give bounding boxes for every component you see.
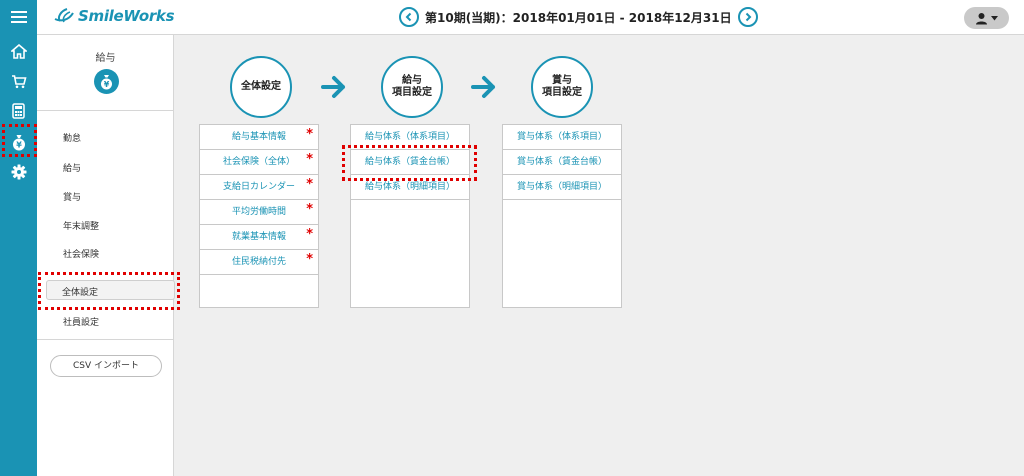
nav-item-salary[interactable]: 給与	[63, 164, 82, 174]
setting-link-bonus-system-items[interactable]: 賞与体系（体系項目）	[503, 125, 621, 150]
stage-salary-item-settings[interactable]: 給与 項目設定	[381, 56, 443, 118]
panel-title: 給与	[95, 53, 116, 64]
csv-import-button[interactable]: CSV インポート	[50, 355, 162, 377]
calculator-icon	[12, 103, 25, 119]
nav-item-employee-settings[interactable]: 社員設定	[63, 318, 100, 328]
setting-link-salary-basic-info[interactable]: 給与基本情報*	[200, 125, 318, 150]
top-header: SmileWorks 第10期(当期)：2018年01月01日 - 2018年1…	[37, 0, 1024, 35]
stage-label: 給与 項目設定	[392, 75, 432, 98]
chevron-right-icon	[745, 12, 752, 22]
required-mark: *	[306, 127, 313, 142]
salary-item-settings-column: 給与体系（体系項目） 給与体系（賃金台帳） 給与体系（明細項目）	[350, 124, 470, 308]
payroll-side-panel: 給与 ¥ 勤怠 給与 賞与 年末調整 社会保険 全体設定 社員設定 CSV イン…	[37, 35, 175, 476]
setting-link-bonus-system-wage-ledger[interactable]: 賞与体系（賃金台帳）	[503, 150, 621, 175]
required-mark: *	[306, 152, 313, 167]
required-mark: *	[306, 177, 313, 192]
user-menu-button[interactable]	[964, 7, 1009, 29]
required-mark: *	[306, 252, 313, 267]
panel-yen-bag-icon: ¥	[94, 69, 119, 94]
cart-icon	[11, 74, 27, 88]
arrow-right-icon	[471, 76, 495, 98]
general-settings-column: 給与基本情報* 社会保険（全体）* 支給日カレンダー* 平均労働時間* 就業基本…	[199, 124, 319, 308]
nav-item-bonus[interactable]: 賞与	[63, 193, 82, 203]
icon-rail: ¥	[0, 0, 37, 476]
required-mark: *	[306, 227, 313, 242]
setting-link-employment-basic-info[interactable]: 就業基本情報*	[200, 225, 318, 250]
setting-link-average-working-hours[interactable]: 平均労働時間*	[200, 200, 318, 225]
panel-divider	[37, 339, 174, 340]
sales-button[interactable]	[0, 66, 37, 96]
setting-link-salary-system-payslip-items[interactable]: 給与体系（明細項目）	[351, 175, 469, 200]
menu-button[interactable]	[0, 2, 37, 32]
setting-link-payday-calendar[interactable]: 支給日カレンダー*	[200, 175, 318, 200]
stage-label: 全体設定	[241, 81, 281, 92]
setting-link-salary-system-items[interactable]: 給与体系（体系項目）	[351, 125, 469, 150]
payroll-button[interactable]: ¥	[0, 127, 37, 157]
chevron-left-icon	[405, 12, 412, 22]
bonus-item-settings-column: 賞与体系（体系項目） 賞与体系（賃金台帳） 賞与体系（明細項目）	[502, 124, 622, 308]
setting-link-salary-system-wage-ledger[interactable]: 給与体系（賃金台帳）	[351, 150, 469, 175]
user-icon	[975, 12, 987, 24]
stage-general-settings[interactable]: 全体設定	[230, 56, 292, 118]
nav-item-attendance[interactable]: 勤怠	[63, 134, 82, 144]
period-selector: 第10期(当期)：2018年01月01日 - 2018年12月31日	[399, 7, 758, 27]
stage-bonus-item-settings[interactable]: 賞与 項目設定	[531, 56, 593, 118]
accounting-button[interactable]	[0, 96, 37, 126]
nav-item-social-insurance[interactable]: 社会保険	[63, 250, 100, 260]
previous-period-button[interactable]	[399, 7, 419, 27]
next-period-button[interactable]	[737, 7, 758, 27]
nav-item-general-settings[interactable]: 全体設定	[46, 280, 175, 300]
logo-swoosh-icon	[54, 8, 74, 23]
yen-bag-icon: ¥	[12, 134, 25, 150]
home-button[interactable]	[0, 36, 37, 66]
nav-item-year-end-adjustment[interactable]: 年末調整	[63, 222, 100, 232]
caret-down-icon	[990, 16, 998, 21]
svg-text:¥: ¥	[16, 140, 22, 149]
stage-label: 賞与 項目設定	[542, 75, 582, 98]
logo[interactable]: SmileWorks	[53, 7, 175, 25]
panel-divider	[37, 110, 174, 111]
setting-link-resident-tax-payee[interactable]: 住民税納付先*	[200, 250, 318, 275]
settings-button[interactable]	[0, 157, 37, 187]
arrow-right-icon	[321, 76, 345, 98]
required-mark: *	[306, 202, 313, 217]
period-label: 第10期(当期)：2018年01月01日 - 2018年12月31日	[425, 10, 732, 25]
logo-text: SmileWorks	[78, 7, 175, 25]
home-icon	[10, 43, 27, 59]
setting-link-social-insurance[interactable]: 社会保険（全体）*	[200, 150, 318, 175]
menu-icon	[10, 11, 27, 23]
setting-link-bonus-system-payslip-items[interactable]: 賞与体系（明細項目）	[503, 175, 621, 200]
gear-icon	[11, 164, 26, 180]
svg-text:¥: ¥	[104, 80, 110, 89]
